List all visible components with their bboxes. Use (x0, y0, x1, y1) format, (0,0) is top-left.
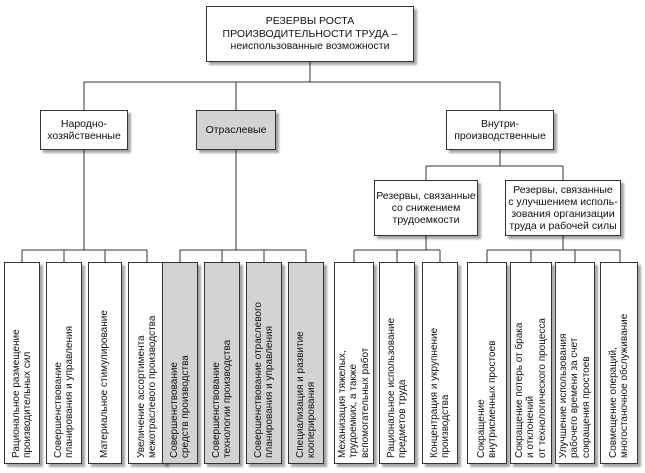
intra-box: Внутри- производственные (446, 110, 554, 150)
leaf-label: Совмещение операций, многостаночное обсл… (607, 313, 631, 458)
leaf-org-3: Улучшение использования рабочего времени… (555, 262, 595, 464)
leaf-label: Совершенствование средств производства (168, 355, 192, 458)
sectoral-label: Отраслевые (205, 124, 267, 136)
intra-label: Внутри- производственные (454, 118, 546, 142)
leaf-national-4: Увеличение ассортимента межотраслевого п… (128, 262, 166, 464)
leaf-national-2: Совершенствование планирования и управле… (46, 262, 82, 464)
leaf-label: Рациональное использование предметов тру… (385, 317, 409, 458)
leaf-org-1: Сокращение внутрисменных простоев (467, 262, 507, 464)
leaf-label: Сокращение внутрисменных простоев (475, 340, 499, 458)
labor-intensity-label: Резервы, связанные со снижением трудоемк… (376, 190, 476, 226)
leaf-label: Специализация и развитие кооперирования (294, 331, 318, 458)
national-label: Народно- хозяйственные (47, 118, 121, 142)
leaf-label: Совершенствование технологии производств… (210, 339, 234, 458)
leaf-sectoral-3: Совершенствование отраслевого планирован… (246, 262, 282, 464)
leaf-sectoral-2: Совершенствование технологии производств… (204, 262, 240, 464)
leaf-labor-2: Рациональное использование предметов тру… (379, 262, 415, 464)
leaf-national-1: Рациональное размещение производительных… (4, 262, 40, 464)
leaf-label: Улучшение использования рабочего времени… (557, 333, 592, 458)
root-label: РЕЗЕРВЫ РОСТА ПРОИЗВОДИТЕЛЬНОСТИ ТРУДА –… (222, 15, 398, 53)
root-box: РЕЗЕРВЫ РОСТА ПРОИЗВОДИТЕЛЬНОСТИ ТРУДА –… (206, 6, 414, 62)
leaf-label: Механизация тяжелых, трудоемких, а также… (336, 347, 371, 458)
leaf-label: Совершенствование отраслевого планирован… (252, 302, 276, 458)
leaf-sectoral-4: Специализация и развитие кооперирования (288, 262, 324, 464)
leaf-sectoral-1: Совершенствование средств производства (162, 262, 198, 464)
leaf-labor-1: Механизация тяжелых, трудоемких, а также… (334, 262, 374, 464)
leaf-label: Совершенствование планирования и управле… (52, 325, 76, 458)
leaf-label: Сокращение потерь от брака и отклонений … (513, 318, 548, 458)
leaf-label: Материальное стимулирование (99, 310, 111, 458)
labor-intensity-box: Резервы, связанные со снижением трудоемк… (374, 180, 478, 236)
leaf-labor-3: Концентрация и укрупнение производства (422, 262, 458, 464)
leaf-org-2: Сокращение потерь от брака и отклонений … (510, 262, 552, 464)
leaf-label: Увеличение ассортимента межотраслевого п… (135, 315, 159, 458)
organization-label: Резервы, связанные с улучшением исполь- … (508, 184, 618, 232)
leaf-national-3: Материальное стимулирование (88, 262, 122, 464)
national-box: Народно- хозяйственные (40, 110, 128, 150)
leaf-label: Концентрация и укрупнение производства (428, 327, 452, 458)
leaf-org-4: Совмещение операций, многостаночное обсл… (600, 262, 638, 464)
sectoral-box: Отраслевые (196, 110, 276, 150)
organization-box: Резервы, связанные с улучшением исполь- … (505, 180, 621, 236)
leaf-label: Рациональное размещение производительных… (10, 329, 34, 458)
